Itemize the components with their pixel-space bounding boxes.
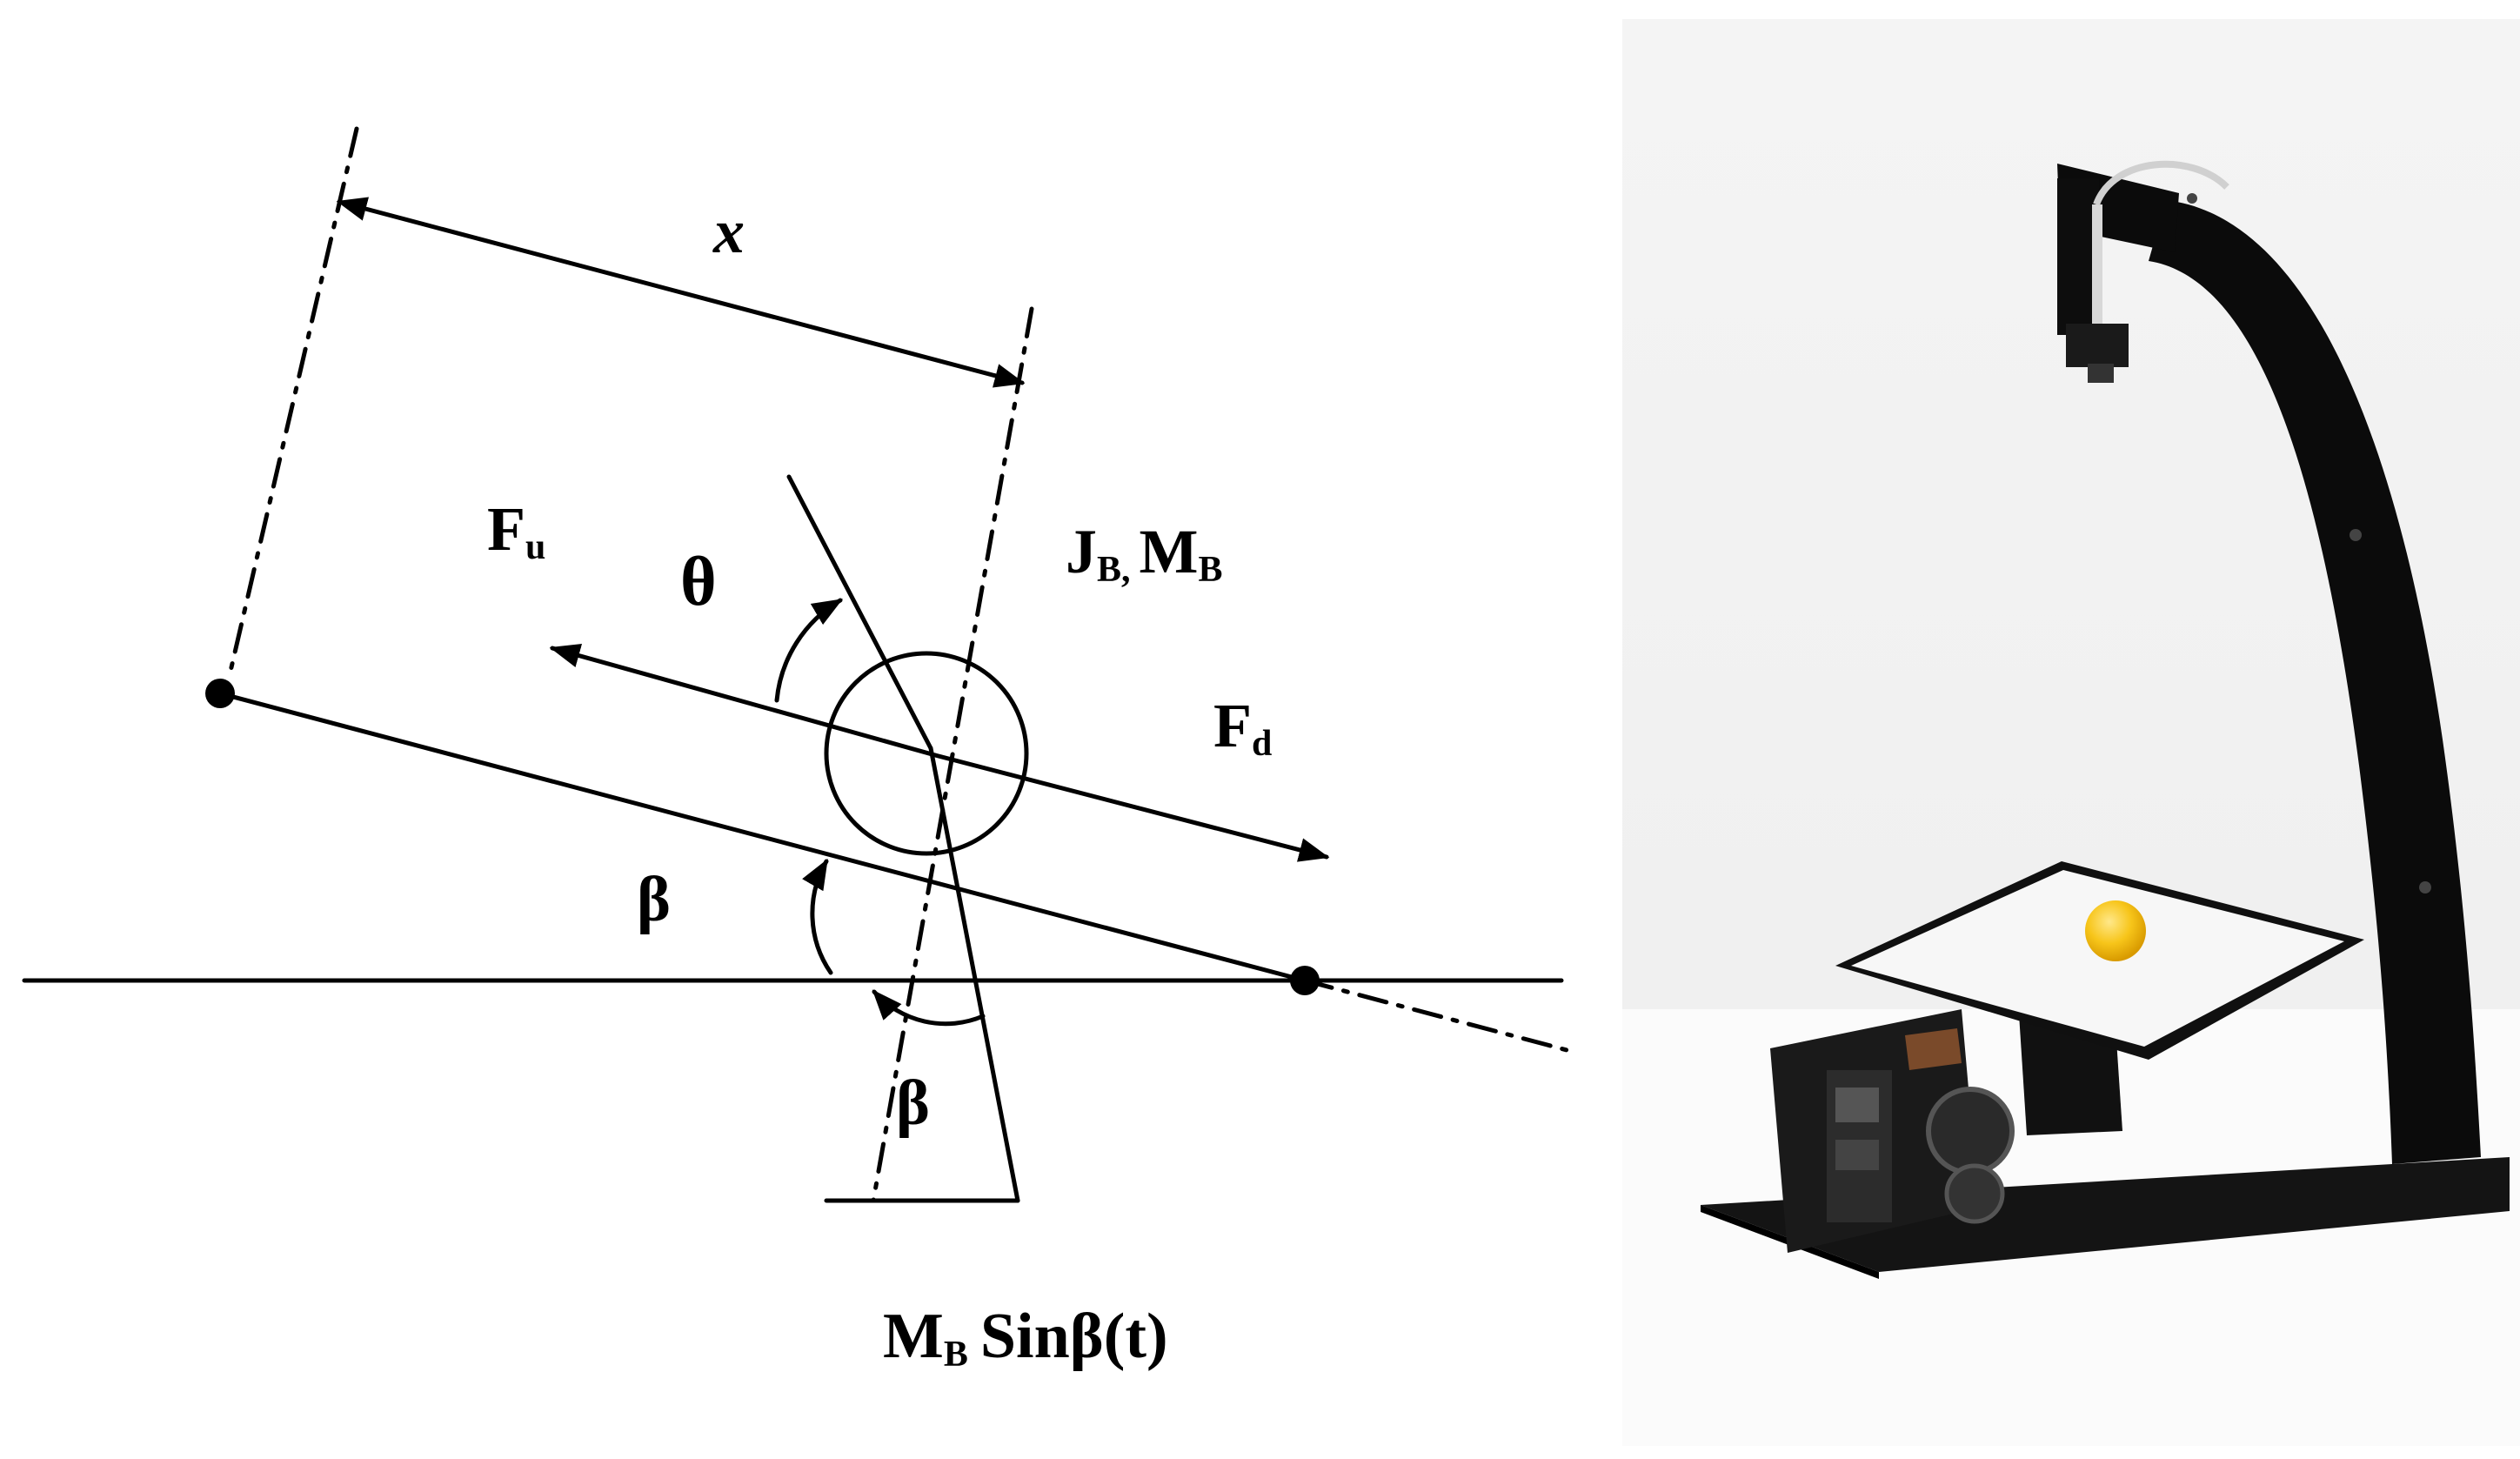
motor-housing-connector-2 <box>1835 1140 1879 1170</box>
inclined-plate-line <box>217 691 1307 983</box>
camera-lens <box>2088 364 2114 383</box>
curved-support-arm <box>2149 200 2481 1164</box>
tilting-plate-surface <box>1851 870 2344 1047</box>
motor-gear <box>1926 1087 2015 1175</box>
ball <box>2085 900 2146 961</box>
plate-right-pivot-dot <box>1290 966 1320 995</box>
motor-housing-connector <box>1835 1088 1879 1122</box>
jb-mb-label: JB,MB <box>1066 517 1223 590</box>
camera-cable-loop <box>2093 160 2229 206</box>
theta-angle-arc <box>774 598 844 703</box>
left-perpendicular-dashdot <box>226 126 359 681</box>
motor-coil <box>1905 1028 1962 1070</box>
ball-on-plate-diagram <box>22 126 1573 1203</box>
fu-label: Fu <box>487 494 545 567</box>
x-label: x <box>712 197 745 266</box>
beta-lower-label: β <box>896 1067 930 1139</box>
beta-angle-arc-lower <box>872 989 986 1027</box>
theta-label: θ <box>680 544 717 620</box>
arm-hole-1 <box>2350 529 2362 541</box>
fd-label: Fd <box>1213 691 1272 764</box>
ball-circle <box>824 651 1029 856</box>
motor-gear-small <box>1944 1163 2005 1224</box>
x-dimension-arrow <box>336 197 1026 388</box>
arm-hole-2 <box>2419 881 2431 893</box>
ball-perpendicular-dashdot <box>871 306 1034 1203</box>
plate-left-pivot-dot <box>205 679 235 708</box>
force-arrow-up <box>549 643 938 758</box>
plate-extension-dashdot <box>1302 978 1573 1054</box>
arm-hole-3 <box>2187 193 2197 204</box>
beta-angle-arc-upper <box>802 858 833 975</box>
camera-cable <box>2092 204 2102 335</box>
beta-upper-label: β <box>637 864 671 935</box>
gravity-line-lower <box>928 746 1020 1203</box>
camera-body <box>2066 324 2129 367</box>
apparatus-photo <box>1622 19 2520 1446</box>
force-arrow-down <box>932 753 1330 862</box>
gravity-line-upper <box>786 474 933 751</box>
base-plate <box>1701 1157 2510 1272</box>
